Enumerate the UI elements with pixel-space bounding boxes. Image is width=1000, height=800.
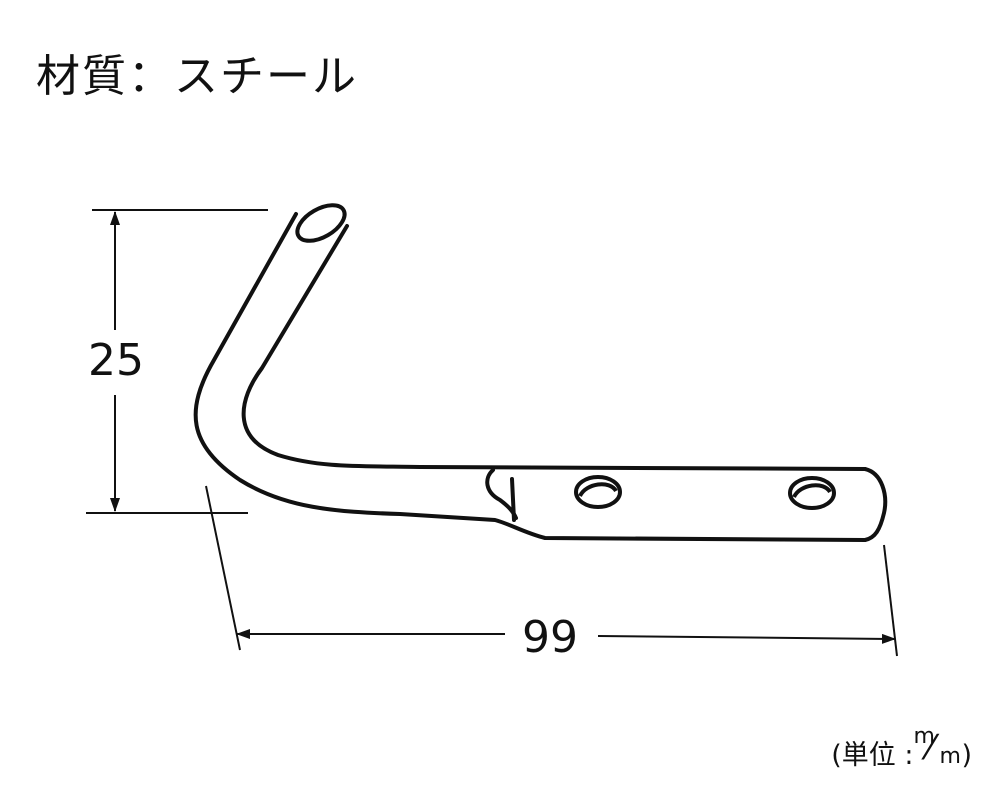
length-dimension: [205, 485, 898, 657]
unit-slash: ⁄: [927, 728, 934, 768]
hole-left: [574, 475, 622, 509]
hook-tube-end: [295, 203, 347, 243]
unit-numerator: m: [913, 724, 935, 749]
length-dim-line-right: [597, 633, 896, 644]
hook-tip-end: [863, 467, 888, 542]
hook-inner-edge: [241, 224, 867, 471]
hook-flat-crease: [510, 477, 516, 522]
height-dimension: [86, 209, 268, 514]
hole-right: [788, 476, 836, 510]
mounting-holes: [574, 475, 836, 510]
unit-suffix: ): [961, 740, 972, 771]
unit-fraction: m⁄m: [913, 724, 961, 772]
unit-note: (単位 :m⁄m): [831, 724, 972, 772]
unit-denominator: m: [939, 744, 961, 769]
height-value: 25: [88, 335, 144, 386]
length-value: 99: [522, 612, 578, 663]
hook-outer-edge: [193, 212, 867, 542]
unit-prefix: (単位 :: [831, 740, 914, 771]
hook-part: [193, 203, 888, 542]
length-extension-left: [205, 485, 241, 651]
material-label: 材質：スチール: [36, 51, 358, 102]
